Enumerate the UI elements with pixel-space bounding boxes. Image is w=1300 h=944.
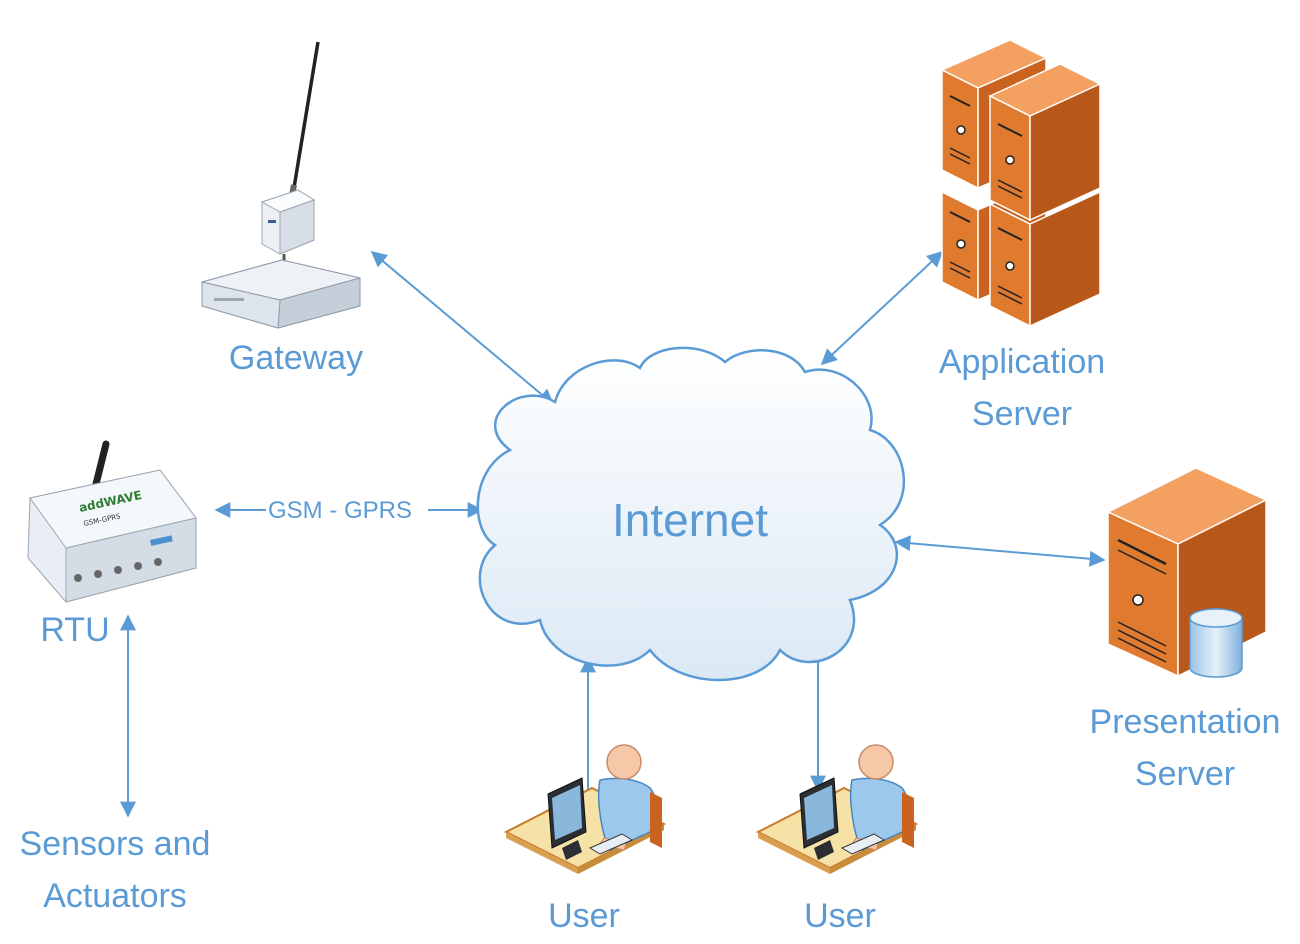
presentation-server-icon xyxy=(1106,467,1268,678)
gateway-device-icon xyxy=(201,41,361,329)
connectors xyxy=(120,250,1106,818)
user-left-label: User xyxy=(548,897,620,935)
sensors-label-line1: Sensors and xyxy=(19,825,211,863)
presentation-server-label-line2: Server xyxy=(1134,755,1236,793)
user-left-workstation-icon xyxy=(503,744,667,874)
application-server-label: Application Server xyxy=(900,336,1144,440)
presentation-internet-arrow xyxy=(894,535,1106,567)
presentation-server-label: Presentation Server xyxy=(1070,696,1300,800)
application-server-label-line2: Server xyxy=(971,395,1073,433)
sensors-label: Sensors and Actuators xyxy=(0,818,230,922)
application-server-label-line1: Application xyxy=(938,343,1106,381)
internet-cloud-icon xyxy=(476,346,905,682)
gsm-gprs-label: GSM - GPRS xyxy=(268,497,413,524)
gateway-internet-arrow xyxy=(370,250,555,406)
application-server-icon xyxy=(940,39,1102,328)
user-right-workstation-icon xyxy=(755,744,919,874)
rtu-device-icon: addWAVE GSM-GPRS xyxy=(27,440,197,603)
database-icon xyxy=(1189,608,1243,678)
gateway-label: Gateway xyxy=(228,339,364,377)
user-right-label: User xyxy=(804,897,876,935)
presentation-server-label-line1: Presentation xyxy=(1089,703,1281,741)
appserver-internet-arrow xyxy=(820,250,944,366)
rtu-label: RTU xyxy=(40,611,110,649)
sensors-label-line2: Actuators xyxy=(43,877,187,915)
internet-label: Internet xyxy=(612,494,768,546)
